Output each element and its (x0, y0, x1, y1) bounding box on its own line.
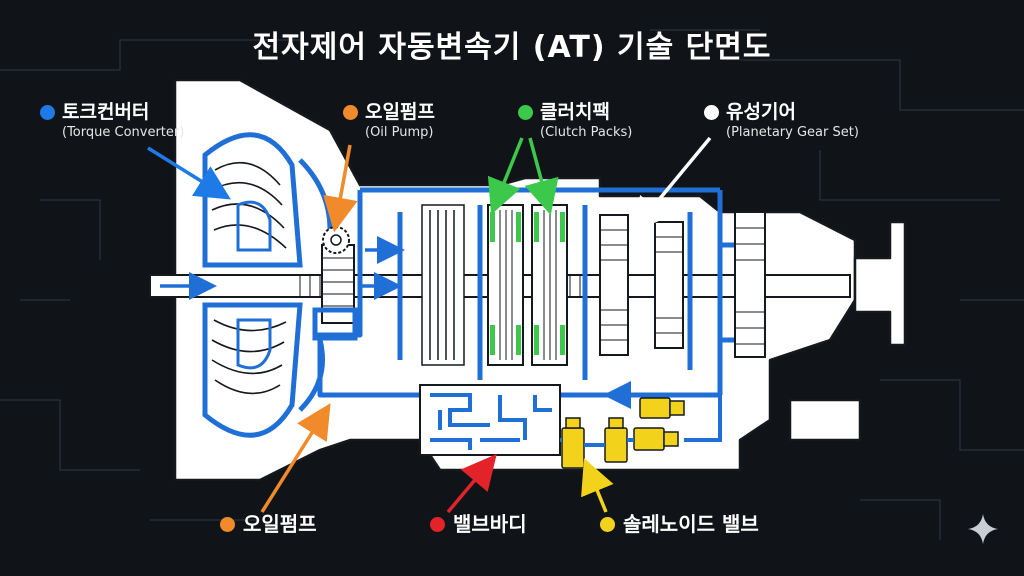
callout-arrows (147, 136, 712, 514)
callout-dot-orange (343, 105, 358, 120)
solenoid-3 (633, 427, 679, 451)
clutch-packs-label: 클러치팩 (540, 101, 610, 123)
callout-oil-pump-bottom: 오일펌프 (220, 512, 317, 536)
callout-torque-converter: 토크컨버터 (Torque Converter) (40, 100, 184, 142)
callout-solenoid-valve: 솔레노이드 밸브 (600, 512, 759, 536)
solenoid-4 (639, 397, 685, 419)
fluid-flow-arrows (160, 236, 640, 409)
callout-dot-green (518, 105, 533, 120)
clutch-packs-sublabel: (Clutch Packs) (540, 125, 633, 140)
page-title: 전자제어 자동변속기 (AT) 기술 단면도 (252, 30, 772, 65)
callout-oil-pump-top: 오일펌프 (Oil Pump) (343, 100, 435, 142)
background-circuit-lines (0, 29, 1024, 540)
oil-pump-sublabel: (Oil Pump) (365, 125, 434, 140)
valve-body (419, 384, 561, 456)
callout-valve-body: 밸브바디 (430, 512, 527, 536)
callout-dot-red (430, 516, 445, 532)
solenoid-2 (604, 417, 628, 463)
callout-dot-white (704, 105, 719, 120)
torque-converter (202, 132, 303, 438)
solenoid-valve-label: 솔레노이드 밸브 (623, 512, 759, 536)
valve-body-label: 밸브바디 (453, 512, 527, 536)
oil-pump-bottom-label: 오일펌프 (243, 512, 317, 536)
clutch-pack-2 (531, 204, 568, 366)
callout-dot-blue (40, 105, 55, 120)
solenoid-valves (561, 397, 685, 469)
torque-converter-sublabel: (Torque Converter) (62, 125, 185, 140)
solenoid-passages (560, 395, 722, 447)
callout-dot-yellow (600, 516, 615, 532)
planetary-gear-set (599, 211, 766, 358)
torque-converter-label: 토크컨버터 (62, 101, 150, 123)
sparkle-icon (968, 514, 998, 544)
callout-dot-orange (220, 516, 235, 532)
planetary-gear-label: 유성기어 (726, 101, 796, 123)
callout-clutch-packs: 클러치팩 (Clutch Packs) (518, 100, 632, 142)
clutch-drum-left (421, 204, 465, 366)
clutch-packs (421, 204, 568, 366)
oil-pump-label: 오일펌프 (365, 101, 435, 123)
solenoid-1 (561, 417, 585, 469)
planetary-gear-sublabel: (Planetary Gear Set) (726, 125, 859, 140)
callout-planetary-gear: 유성기어 (Planetary Gear Set) (704, 100, 859, 142)
clutch-pack-1 (487, 204, 524, 366)
